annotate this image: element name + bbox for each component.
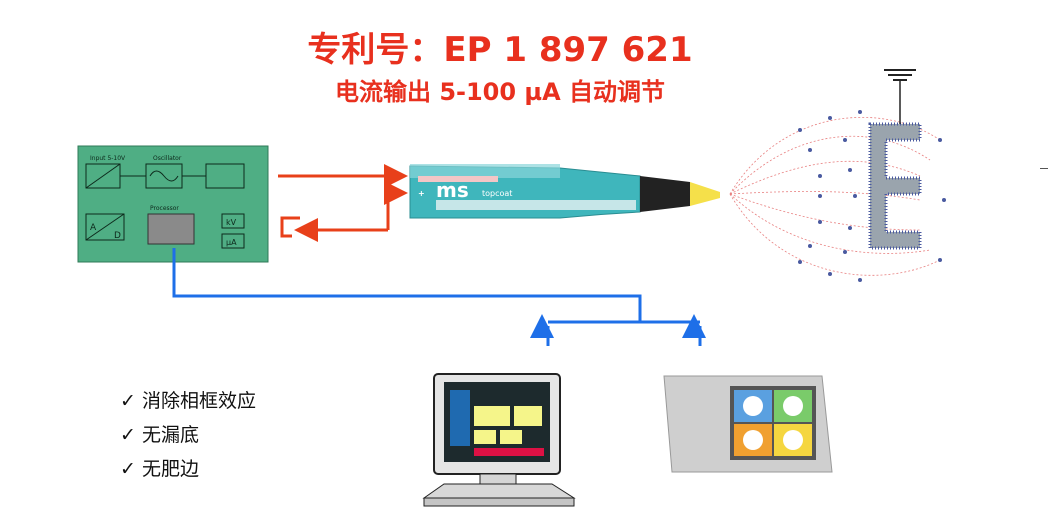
- spray-probe: + ms topcoat: [409, 164, 720, 219]
- benefits-list: ✓ 消除相框效应 ✓ 无漏底 ✓ 无肥边: [120, 384, 256, 486]
- signal-arrows: [278, 164, 408, 242]
- data-link: [172, 248, 706, 346]
- input-label: Input 5-10V: [90, 155, 126, 162]
- power-control-unit: [663, 375, 833, 473]
- edge-mark: [1040, 168, 1048, 169]
- computer-terminal: [422, 373, 576, 507]
- probe-brand: ms: [436, 178, 469, 202]
- benefit-item: ✓ 消除相框效应: [120, 390, 256, 412]
- benefit-item: ✓ 无肥边: [120, 458, 199, 480]
- patent-number-title: 专利号：EP 1 897 621: [307, 30, 693, 70]
- probe-subbrand: topcoat: [482, 189, 512, 198]
- benefit-item: ✓ 无漏底: [120, 424, 199, 446]
- electric-field-lines: [729, 116, 941, 276]
- processor-label: Processor: [150, 205, 179, 212]
- controller-board: Input 5-10V Oscillator A D Processor kV …: [77, 145, 269, 263]
- svg-text:+: +: [418, 189, 425, 198]
- d-label: D: [114, 231, 121, 241]
- workpiece: [868, 69, 922, 250]
- oscillator-label: Oscillator: [153, 155, 182, 162]
- ua-label: µA: [226, 238, 237, 247]
- current-output-subtitle: 电流输出 5-100 µA 自动调节: [334, 78, 666, 106]
- field-dots: [798, 110, 946, 282]
- a-label: A: [90, 223, 97, 233]
- kv-label: kV: [226, 218, 237, 227]
